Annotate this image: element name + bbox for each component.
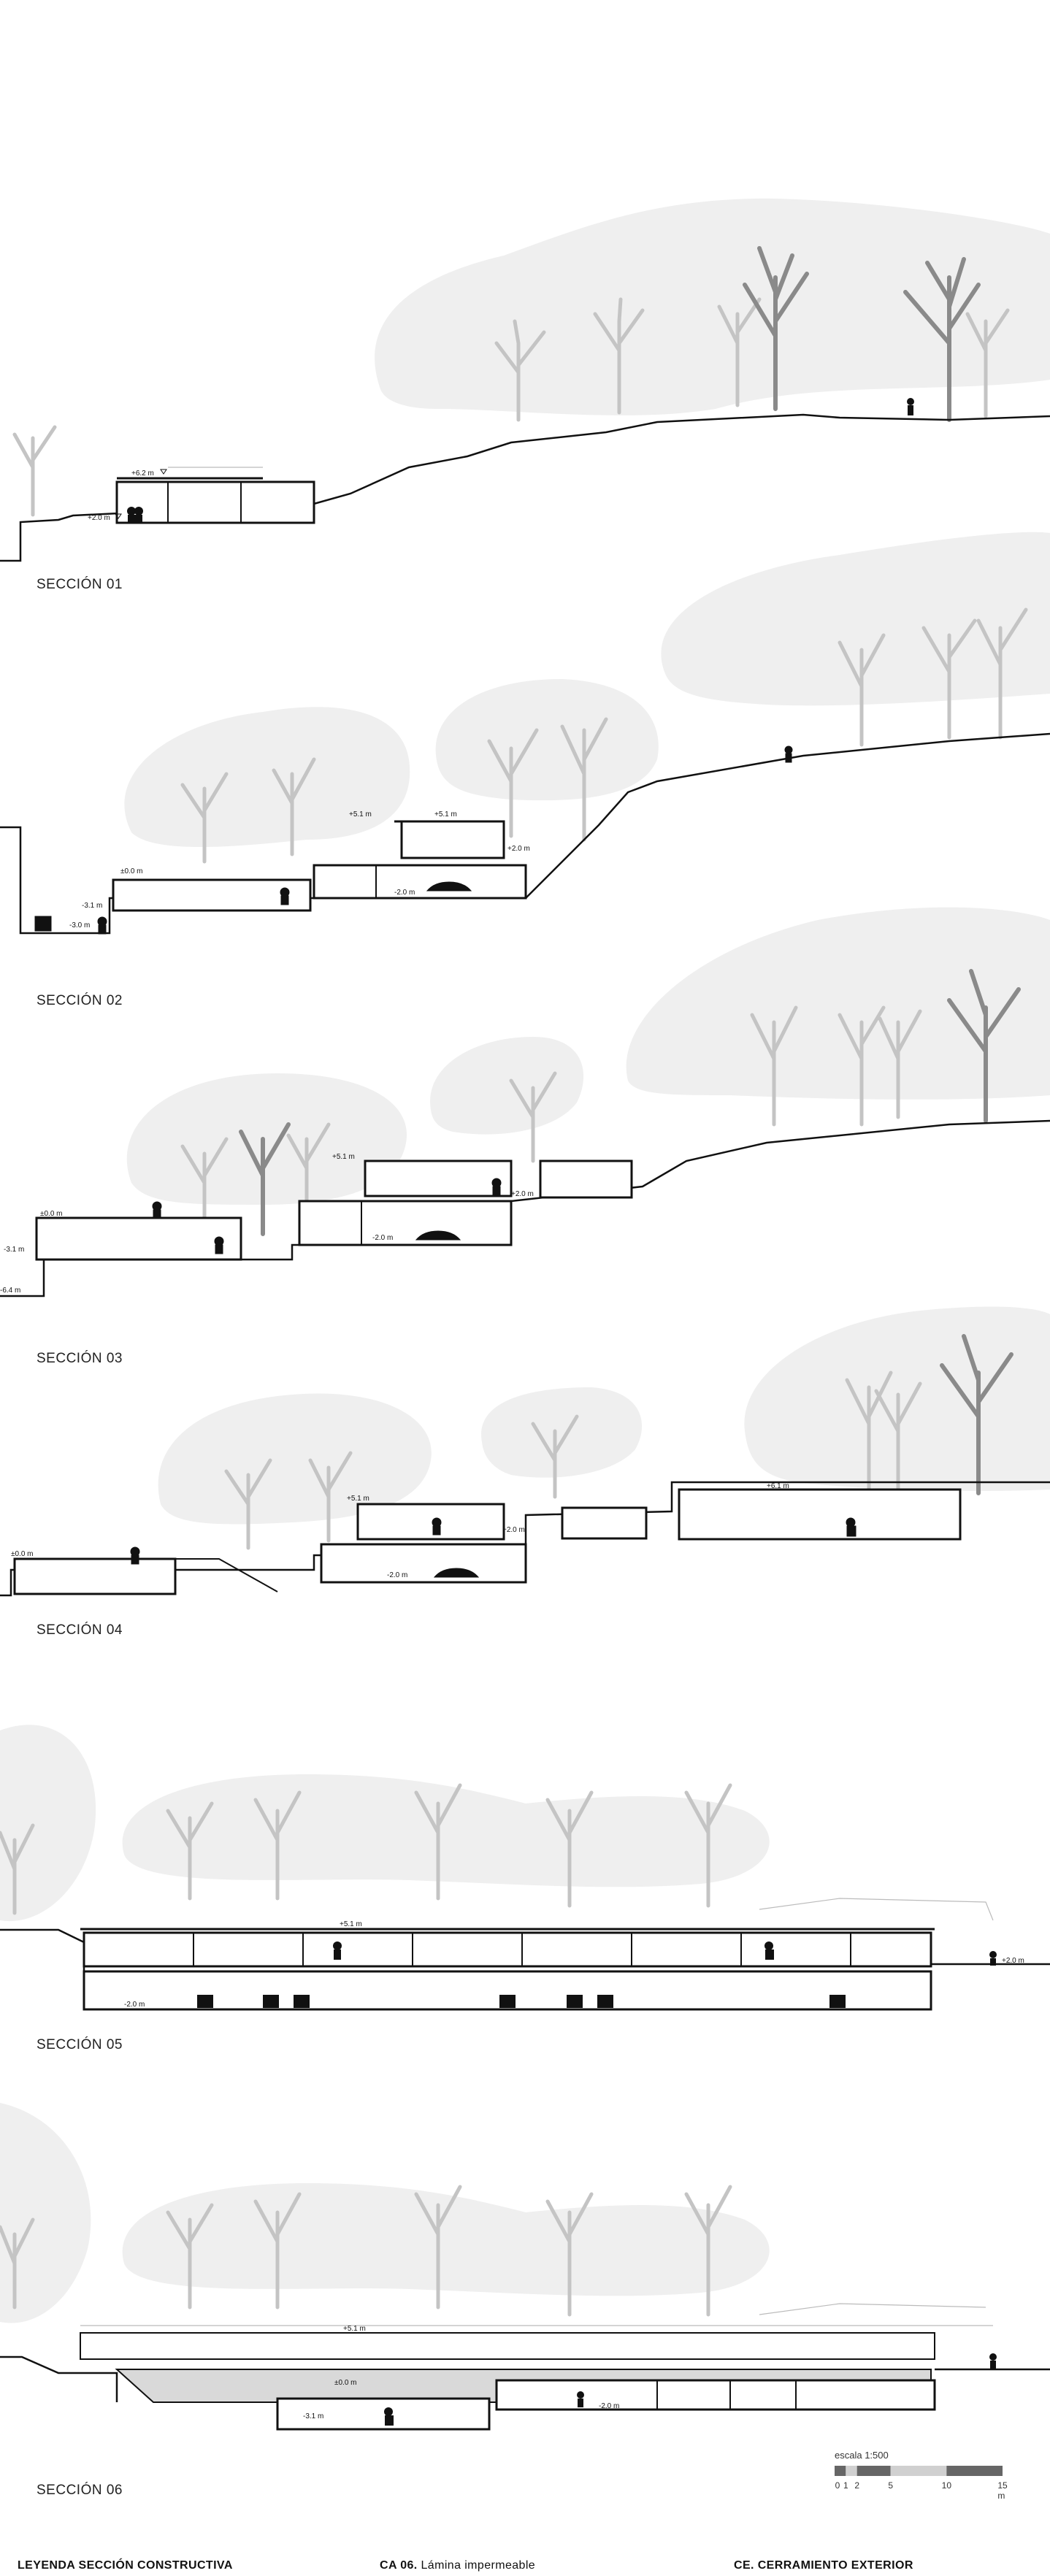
section-title: SECCIÓN 05 [37,2037,123,2052]
legend-ca-number: 06. [400,2559,418,2572]
section-05-drawing: +5.1 m +2.0 m -2.0 m [0,1725,1050,2011]
level-label: ±0.0 m [11,1550,34,1558]
level-label: +5.1 m [347,1495,369,1503]
level-label: ±0.0 m [120,867,143,875]
level-label: -3.1 m [4,1246,24,1254]
level-markers: +5.1 m +2.0 m -2.0 m [124,1920,1024,2009]
section-title: SECCIÓN 06 [37,2483,123,2498]
terrain [0,413,1050,562]
level-markers: +5.1 m +6.1 m +2.0 m ±0.0 m -2.0 m [11,1482,789,1579]
level-label: -2.0 m [372,1234,393,1242]
trees [180,969,1021,1236]
level-label: -2.0 m [394,889,415,897]
building [80,1928,997,2011]
trees [224,1334,1013,1550]
section-06-drawing: +5.1 m ±0.0 m -3.1 m -2.0 m [0,2103,1050,2431]
level-label: +5.1 m [332,1153,355,1161]
building [34,745,793,935]
level-label: +2.0 m [88,514,110,522]
legend-ca-code: CA [380,2559,397,2572]
trees [0,1783,732,1915]
level-label: -3.1 m [82,902,102,910]
scale-segment [890,2466,947,2476]
level-label: -3.1 m [303,2412,323,2420]
scale-tick-label: 1 [843,2480,848,2491]
legend-heading: LEYENDA SECCIÓN CONSTRUCTIVA [18,2559,233,2572]
building [35,1159,633,1261]
canopy-background [0,1725,770,1922]
section-title: SECCIÓN 01 [37,577,123,592]
terrain [0,732,1050,935]
level-label: +5.1 m [434,810,457,819]
level-label: +2.0 m [511,1190,534,1198]
scale-bar [835,2466,1003,2476]
section-01-drawing: +6.2 m +2.0 m [0,198,1050,562]
scale-tick-label: 2 [854,2480,859,2491]
building [115,398,914,524]
section-title: SECCIÓN 03 [37,1351,123,1366]
section-02-drawing: +5.1 m +5.1 m +2.0 m ±0.0 m -3.1 m -3.0 … [0,532,1050,935]
level-label: ±0.0 m [40,1210,63,1218]
level-label: +5.1 m [343,2325,366,2333]
level-label: +6.1 m [767,1482,789,1490]
level-label: -6.4 m [0,1287,20,1295]
level-label: +5.1 m [340,1920,362,1928]
section-title: SECCIÓN 04 [37,1622,123,1638]
level-markers: +6.2 m +2.0 m [88,469,167,522]
level-label: +5.1 m [349,810,372,819]
level-label: +6.2 m [131,469,154,478]
level-label: +2.0 m [1002,1957,1024,1965]
trees [12,246,1010,517]
scale-tick-label: 5 [888,2480,893,2491]
level-label: -2.0 m [124,2001,145,2009]
scale-tick-label: 0 [835,2480,840,2491]
level-markers: +5.1 m ±0.0 m -3.1 m -2.0 m [303,2325,619,2420]
level-markers: +5.1 m +5.1 m +2.0 m ±0.0 m -3.1 m -3.0 … [69,810,530,929]
canopy-background [126,907,1050,1205]
canopy-background [124,532,1050,847]
level-label: -2.0 m [387,1571,407,1579]
canopy-background [0,2103,770,2323]
trees [180,607,1028,864]
level-label: -3.0 m [69,921,90,929]
scale-tick-label: 15 m [997,2480,1008,2501]
section-title: SECCIÓN 02 [37,993,123,1008]
trees [0,2185,732,2317]
level-label: +2.0 m [507,845,530,853]
building [80,2332,997,2431]
level-label: -2.0 m [599,2402,619,2410]
scale-label: escala 1:500 [835,2450,889,2461]
building [13,1488,962,1595]
scale-tick-label: 10 [941,2480,952,2491]
scale-segment [857,2466,891,2476]
section-04-drawing: +5.1 m +6.1 m +2.0 m ±0.0 m -2.0 m [0,1306,1050,1597]
scale-segment [846,2466,857,2476]
scale-segment [946,2466,1003,2476]
level-label: +2.0 m [502,1526,525,1534]
legend-ca-item: CA 06. Lámina impermeable [380,2559,535,2572]
legend-ce-heading: CE. CERRAMIENTO EXTERIOR [734,2559,913,2572]
canopy-background [375,198,1050,415]
legend-ca-text: Lámina impermeable [421,2559,536,2572]
level-label: ±0.0 m [334,2379,357,2387]
section-03-drawing: +5.1 m +2.0 m ±0.0 m -3.1 m -6.4 m -2.0 … [0,907,1050,1297]
scale-segment [835,2466,846,2476]
level-markers: +5.1 m +2.0 m ±0.0 m -3.1 m -6.4 m -2.0 … [0,1153,534,1295]
